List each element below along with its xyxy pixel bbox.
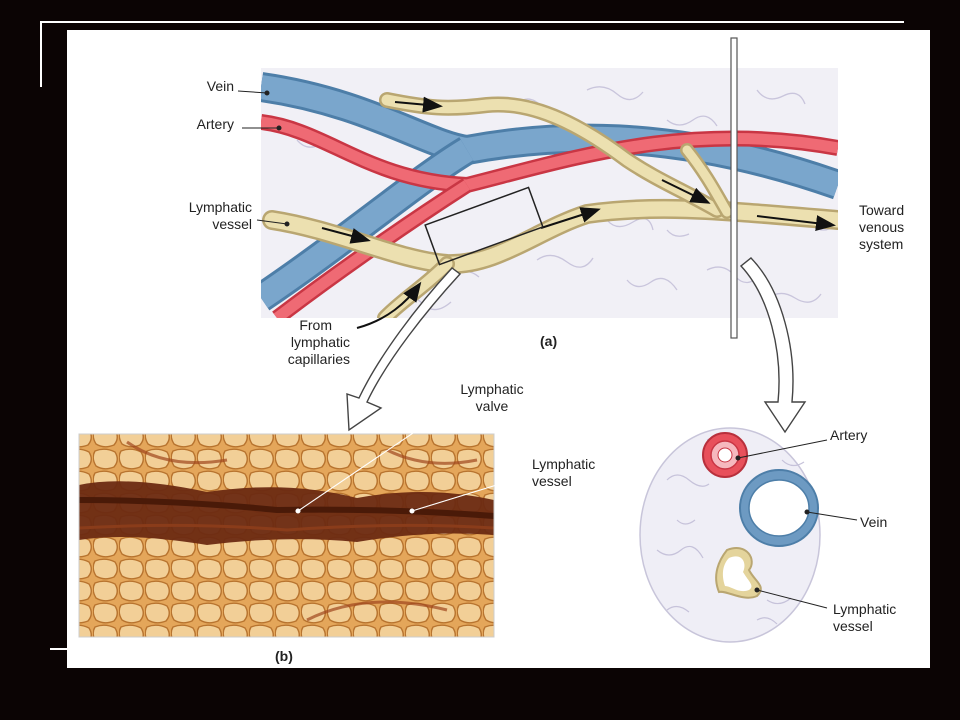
- cross-section-illustration: [639, 427, 821, 643]
- slide-frame-top-line: [40, 21, 904, 23]
- label-from-line1: From: [299, 317, 332, 333]
- label-micro-vessel-line2: vessel: [532, 473, 572, 489]
- label-from-line3: capillaries: [288, 351, 350, 367]
- panel-a-tag: (a): [540, 333, 557, 349]
- panel-b-tag: (b): [275, 648, 293, 664]
- label-cs-lymph-line2: vessel: [833, 618, 873, 634]
- cross-section-leader-lines: [735, 439, 858, 609]
- slide-frame-bottom-line: [50, 648, 68, 650]
- label-cs-artery: Artery: [830, 427, 867, 443]
- label-micro-vessel-line1: Lymphatic: [532, 456, 595, 472]
- slide-frame-left-line: [40, 21, 42, 87]
- label-lymphatic-vessel-line2: vessel: [212, 216, 252, 232]
- label-toward-line1: Toward: [859, 202, 904, 218]
- micrograph-leader-lines: [295, 407, 530, 514]
- diagram-canvas: Vein Artery Lymphatic vessel Toward veno…: [78, 37, 904, 664]
- valve-magnification-box: [424, 186, 544, 266]
- label-cs-vein: Vein: [860, 514, 887, 530]
- flow-arrows: [321, 96, 836, 244]
- label-valve-line1: Lymphatic: [460, 381, 523, 397]
- label-cs-lymph-line1: Lymphatic: [833, 601, 896, 617]
- label-from-line2: lymphatic: [291, 334, 350, 350]
- label-vein: Vein: [207, 78, 234, 94]
- label-toward-line2: venous: [859, 219, 904, 235]
- micrograph-frame: [78, 433, 495, 638]
- capillary-arrow: [356, 281, 422, 329]
- label-artery: Artery: [197, 116, 234, 132]
- label-valve-line2: valve: [476, 398, 509, 414]
- hollow-arrow-to-cross-section: [739, 257, 807, 434]
- panel-a-leader-lines: [237, 90, 290, 227]
- panel-a-illustration: [261, 68, 838, 318]
- micrograph-image: [79, 434, 494, 637]
- hollow-arrow-to-micrograph: [346, 267, 462, 432]
- figure-panel: Vein Artery Lymphatic vessel Toward veno…: [67, 30, 930, 668]
- section-cut-marker: [730, 37, 738, 339]
- label-lymphatic-vessel-line1: Lymphatic: [189, 199, 252, 215]
- label-toward-line3: system: [859, 236, 903, 252]
